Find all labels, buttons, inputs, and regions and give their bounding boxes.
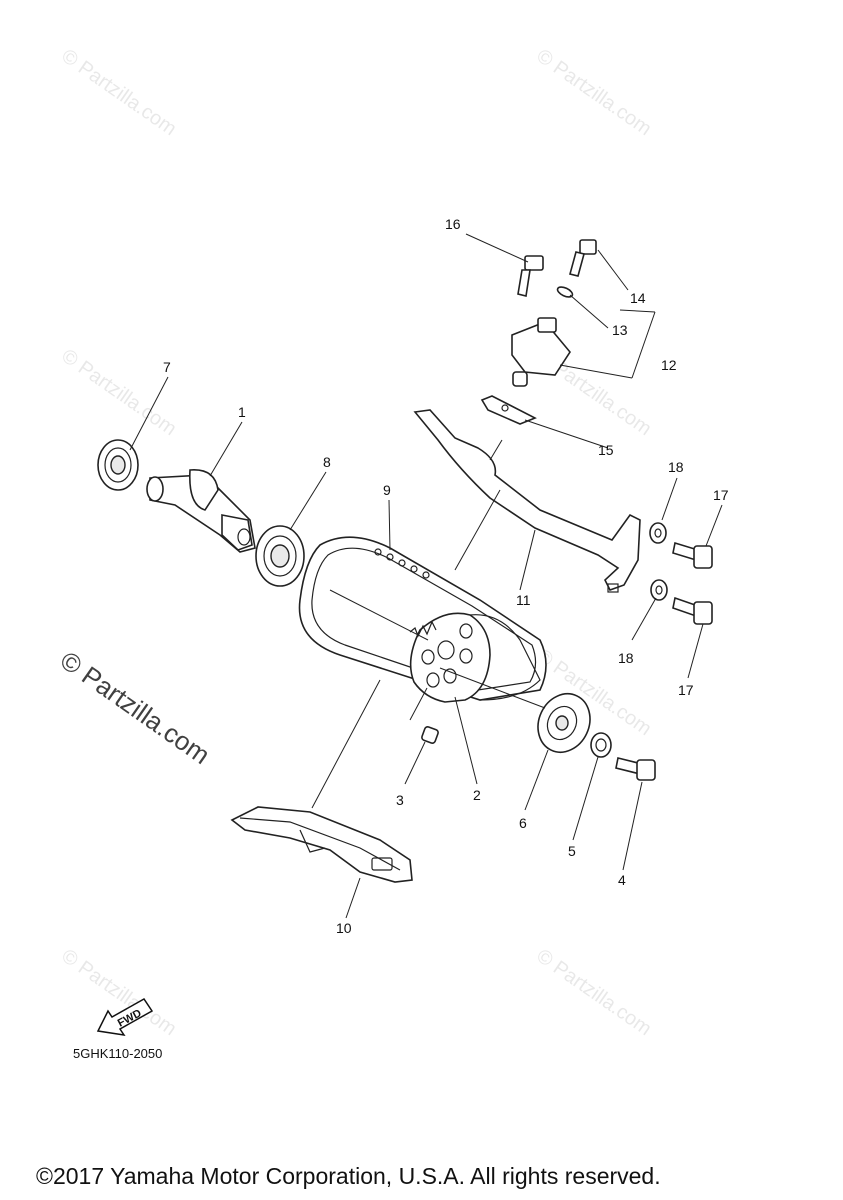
o-ring-13 xyxy=(556,286,574,298)
callout-4: 4 xyxy=(618,872,626,888)
fwd-label: FWD xyxy=(116,1007,144,1029)
forward-arrow-icon: FWD xyxy=(96,998,154,1037)
callout-3: 3 xyxy=(396,792,404,808)
callout-5: 5 xyxy=(568,843,576,859)
washer-18-upper xyxy=(649,522,667,544)
callouts: 1 2 3 4 5 6 7 8 9 10 11 12 13 14 15 16 1… xyxy=(163,216,729,936)
callout-13: 13 xyxy=(612,322,628,338)
callout-18-upper: 18 xyxy=(668,459,684,475)
bearing-7 xyxy=(97,439,139,491)
callout-9: 9 xyxy=(383,482,391,498)
washer-5 xyxy=(590,732,612,758)
callout-10: 10 xyxy=(336,920,352,936)
callout-14: 14 xyxy=(630,290,646,306)
callout-6: 6 xyxy=(519,815,527,831)
bolt-17-lower xyxy=(672,596,713,625)
cam-chain-tensioner-12 xyxy=(511,317,571,387)
callout-2: 2 xyxy=(473,787,481,803)
dowel-pin-3 xyxy=(421,726,439,744)
camshaft-1 xyxy=(146,469,256,553)
gasket-15 xyxy=(480,395,537,425)
bearing-8 xyxy=(255,525,305,587)
bolt-17-upper xyxy=(672,541,713,569)
callout-11: 11 xyxy=(516,592,531,608)
callout-8: 8 xyxy=(323,454,331,470)
diagram-code: 5GHK110-2050 xyxy=(73,1046,163,1061)
callout-7: 7 xyxy=(163,359,171,375)
callout-16: 16 xyxy=(445,216,461,232)
leader-lines xyxy=(129,233,723,919)
callout-15: 15 xyxy=(598,442,614,458)
bolt-16 xyxy=(517,255,544,297)
callout-17-upper: 17 xyxy=(713,487,729,503)
callout-17-lower: 17 xyxy=(678,682,694,698)
bolt-14 xyxy=(569,239,597,277)
chain-guide-11 xyxy=(413,409,641,593)
callout-1: 1 xyxy=(238,404,246,420)
washer-18-lower xyxy=(650,579,668,601)
callout-18-lower: 18 xyxy=(618,650,634,666)
copyright-notice: ©2017 Yamaha Motor Corporation, U.S.A. A… xyxy=(36,1163,661,1189)
decompression-cam-6 xyxy=(537,693,591,753)
chain-guide-10 xyxy=(230,806,413,883)
bolt-4 xyxy=(615,757,656,781)
callout-12: 12 xyxy=(661,357,677,373)
